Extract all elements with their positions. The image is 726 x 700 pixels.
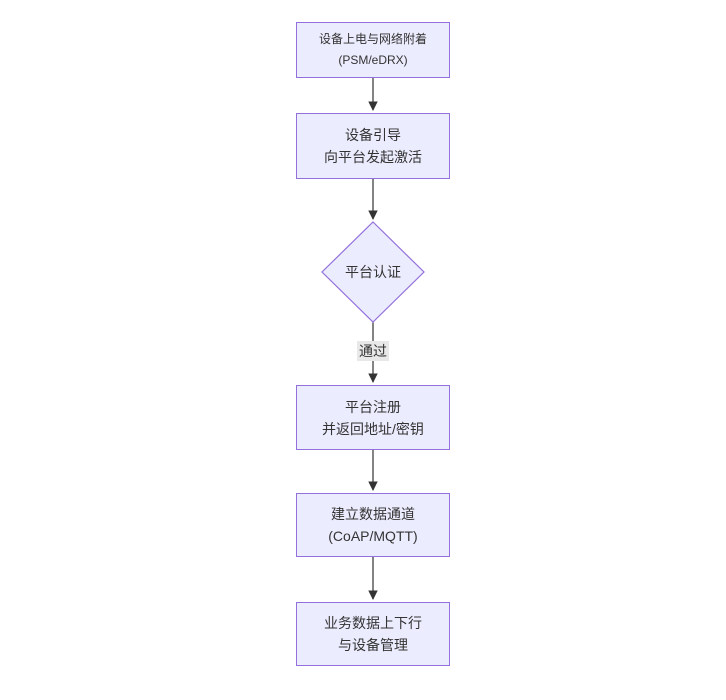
node-platform-register: 平台注册 并返回地址/密钥 xyxy=(296,385,450,450)
node-text-line: 建立数据通道 xyxy=(331,506,415,522)
node-text-line: 设备上电与网络附着 xyxy=(318,32,427,46)
node-data-channel: 建立数据通道 (CoAP/MQTT) xyxy=(296,493,450,557)
node-text-line: 平台注册 xyxy=(345,398,401,415)
node-text-line: 向平台发起激活 xyxy=(324,149,422,165)
node-text-line: 与设备管理 xyxy=(338,637,408,653)
node-bootstrap-activate: 设备引导 向平台发起激活 xyxy=(296,113,450,179)
node-text-line: (PSM/eDRX) xyxy=(338,53,408,67)
node-text-line: 设备引导 xyxy=(345,127,401,143)
node-platform-auth: 平台认证 xyxy=(322,222,424,322)
decision-diamond-shape xyxy=(321,221,425,323)
node-business-data-mgmt: 业务数据上下行 与设备管理 xyxy=(296,602,450,666)
node-text-line: 业务数据上下行 xyxy=(324,615,422,631)
node-text-line: (CoAP/MQTT) xyxy=(328,528,418,544)
node-text-line: 平台认证 xyxy=(345,264,401,280)
node-power-network-attach: 设备上电与网络附着 (PSM/eDRX) xyxy=(296,22,450,78)
node-text-line: 并返回地址/密钥 xyxy=(322,420,424,437)
edge-label-pass: 通过 xyxy=(357,341,389,361)
